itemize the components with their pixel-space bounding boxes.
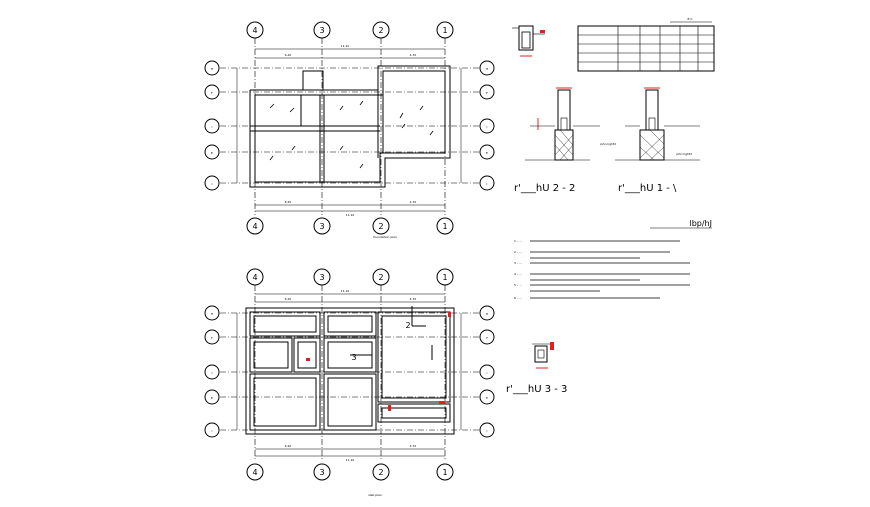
row-bubble-i2: I xyxy=(212,182,213,186)
b-col-bubble-3: 3 xyxy=(319,273,324,282)
bottom-plan: 2 3 11.10 6.20 4.70 6.20 4.70 11.10 slab… xyxy=(204,268,495,497)
bottom-plan-caption: slab plan xyxy=(368,493,382,497)
top-plan-row-bubbles-right: H F I E I xyxy=(479,60,495,191)
section-title-2-2: r'___hU 2 - 2 xyxy=(514,183,575,194)
note-line-6: 6 - ... xyxy=(514,296,522,300)
schedule-table: E.C xyxy=(577,17,715,72)
b-row-bubble-right-f: F xyxy=(486,336,488,340)
b-row-bubble-h: H xyxy=(211,312,213,316)
row-bubble-right-i: I xyxy=(487,125,488,129)
note-line-1: 1 - ... xyxy=(514,239,522,243)
col-bubble-bottom-1: 1 xyxy=(442,222,447,231)
b-col-bubble-bottom-4: 4 xyxy=(252,468,257,477)
col-bubble-bottom-2: 2 xyxy=(378,222,383,231)
note-line-2: 2 - ... xyxy=(514,250,522,254)
bottom-plan-dim-1: 6.20 xyxy=(285,297,292,301)
top-plan-overall-dim: 11.10 xyxy=(341,44,350,48)
row-bubble-e: E xyxy=(211,151,213,155)
b-row-bubble-i: I xyxy=(212,371,213,375)
bottom-plan-column-bubbles-bottom: 4 3 2 1 xyxy=(246,463,454,481)
b-row-bubble-right-e: E xyxy=(486,396,488,400)
row-bubble-i: I xyxy=(212,125,213,129)
top-plan-dim-1: 6.20 xyxy=(285,53,292,57)
bottom-plan-row-bubbles-left: H F I E I xyxy=(204,305,220,438)
section-note-left: john lightd xyxy=(599,142,616,146)
top-plan-overall-bottom: 11.10 xyxy=(346,213,355,217)
top-plan-column-bubbles-bottom: 4 3 2 1 xyxy=(246,217,454,235)
section-note-right: john lightd xyxy=(675,152,692,156)
section-marker-2: 2 xyxy=(405,321,410,330)
top-plan-caption: foundation plan xyxy=(373,235,397,239)
section-title-1-1: r'___hU 1 - \ xyxy=(618,183,677,194)
bottom-plan-column-bubbles-top: 4 3 2 1 xyxy=(246,268,454,286)
b-col-bubble-2: 2 xyxy=(378,273,383,282)
beam-detail-top xyxy=(512,25,545,57)
section-title-3-3: r'___hU 3 - 3 xyxy=(506,384,567,395)
b-row-bubble-i2: I xyxy=(212,429,213,433)
note-line-5: 5 - ... xyxy=(514,283,522,287)
b-col-bubble-1: 1 xyxy=(442,273,447,282)
note-line-4: 4 - ... xyxy=(514,272,522,276)
top-plan-column-bubbles-top: 4 3 2 1 xyxy=(246,21,454,39)
col-bubble-bottom-4: 4 xyxy=(252,222,257,231)
col-bubble-bottom-3: 3 xyxy=(319,222,324,231)
col-bubble-3: 3 xyxy=(319,26,324,35)
col-bubble-1: 1 xyxy=(442,26,447,35)
row-bubble-right-e: E xyxy=(486,151,488,155)
b-col-bubble-bottom-1: 1 xyxy=(442,468,447,477)
top-plan: 11.10 6.20 4.70 6.20 4.70 11.10 foundati… xyxy=(204,21,495,239)
top-plan-dim-bottom-1: 6.20 xyxy=(285,200,292,204)
col-bubble-4: 4 xyxy=(252,26,257,35)
row-bubble-f: F xyxy=(211,91,213,95)
bottom-plan-dim-2: 4.70 xyxy=(410,297,417,301)
footing-section-1: john lightd john lightd xyxy=(599,87,700,161)
b-row-bubble-right-h: H xyxy=(486,312,488,316)
b-row-bubble-f: F xyxy=(211,336,213,340)
row-bubble-right-h: H xyxy=(486,67,488,71)
top-plan-dim-2: 4.70 xyxy=(410,53,417,57)
bottom-plan-dim-bottom-2: 4.70 xyxy=(410,444,417,448)
b-col-bubble-bottom-2: 2 xyxy=(378,468,383,477)
top-plan-row-bubbles-left: H F I E I xyxy=(204,60,220,191)
note-line-3: 3 - ... xyxy=(514,261,522,265)
bottom-plan-overall-bottom: 11.10 xyxy=(346,458,355,462)
row-bubble-right-i2: I xyxy=(487,182,488,186)
row-bubble-right-f: F xyxy=(486,91,488,95)
notes-block: lbp/hJ 1 - ... 2 - ... 3 - ... 4 - ... 5… xyxy=(514,219,712,300)
row-bubble-h: H xyxy=(211,67,213,71)
notes-heading: lbp/hJ xyxy=(689,219,712,228)
b-col-bubble-4: 4 xyxy=(252,273,257,282)
schedule-title: E.C xyxy=(688,17,693,21)
beam-detail-3 xyxy=(532,342,554,369)
footing-section-2 xyxy=(525,87,600,161)
b-row-bubble-e: E xyxy=(211,396,213,400)
b-row-bubble-right-i: I xyxy=(487,371,488,375)
b-row-bubble-right-i2: I xyxy=(487,429,488,433)
col-bubble-2: 2 xyxy=(378,26,383,35)
b-col-bubble-bottom-3: 3 xyxy=(319,468,324,477)
bottom-plan-row-bubbles-right: H F I E I xyxy=(479,305,495,438)
bottom-plan-dim-bottom-1: 6.20 xyxy=(285,444,292,448)
bottom-plan-overall-dim: 11.10 xyxy=(341,289,350,293)
top-plan-dim-bottom-2: 4.70 xyxy=(410,200,417,204)
section-marker-3: 3 xyxy=(351,353,356,362)
